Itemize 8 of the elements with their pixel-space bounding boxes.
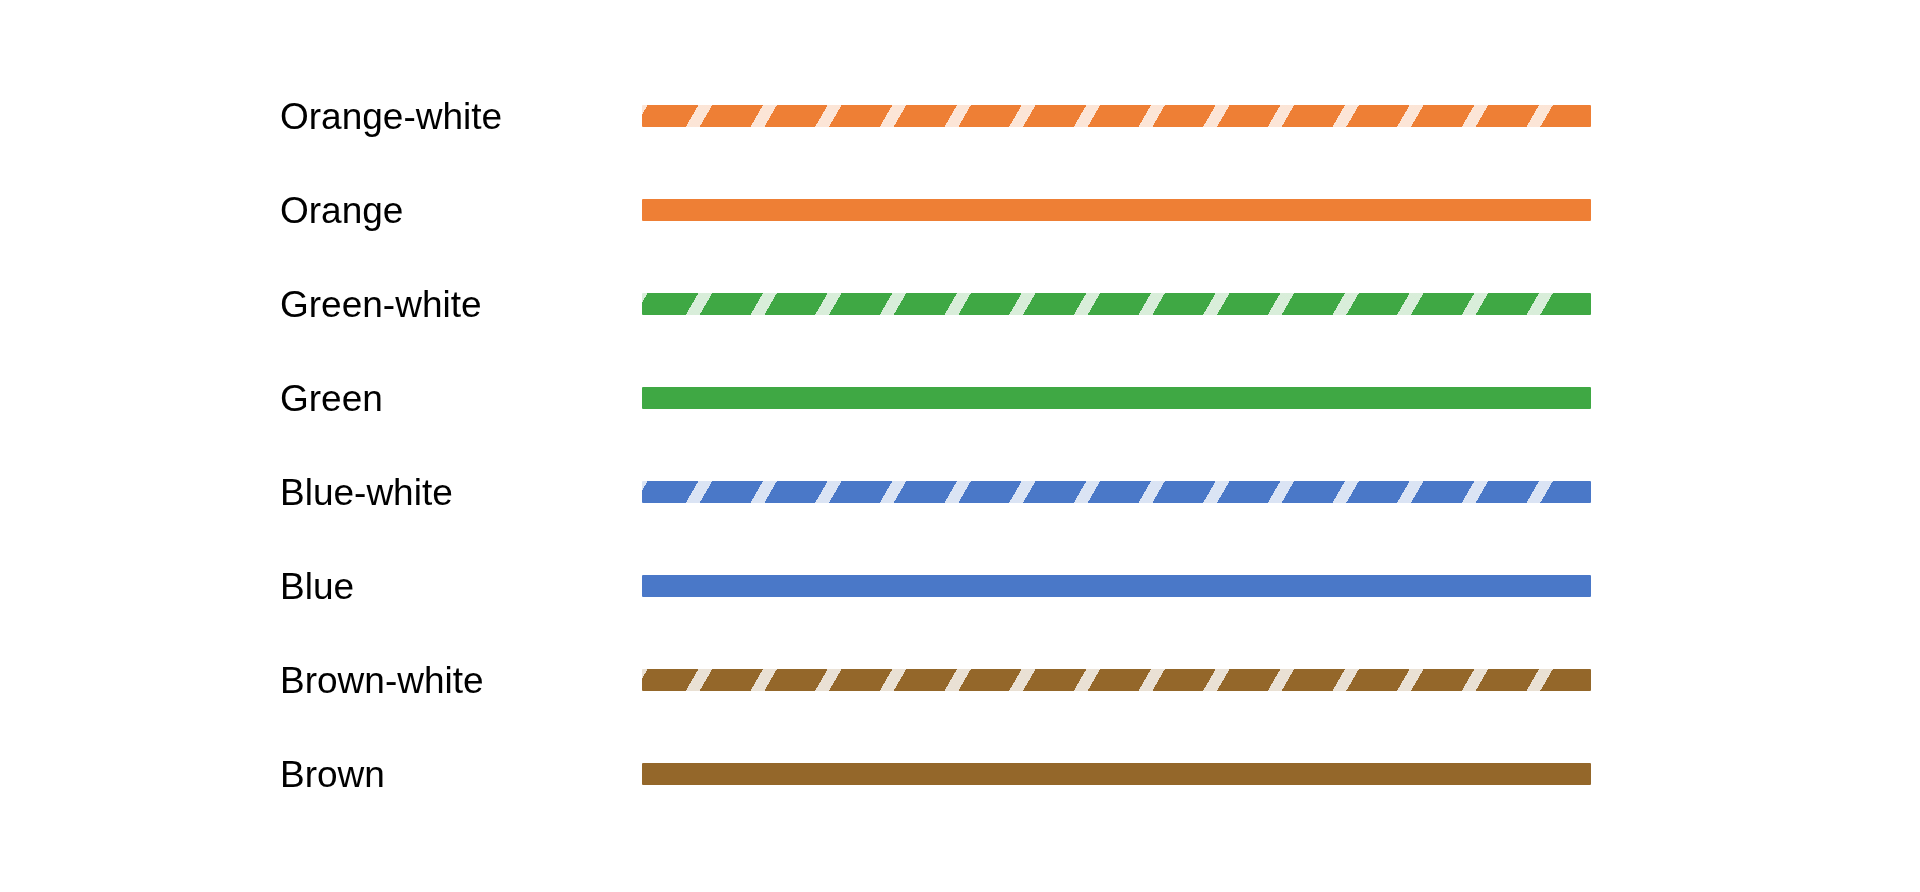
wire-label: Orange (280, 191, 405, 229)
wire-label: Brown (280, 755, 386, 793)
wire-label: Green (280, 379, 384, 417)
wire-label: Brown-white (280, 661, 485, 699)
wire-label: Green-white (280, 285, 483, 323)
wire-label: Orange-white (280, 97, 504, 135)
wire-label: Blue-white (280, 473, 454, 511)
wire-label: Blue (280, 567, 356, 605)
